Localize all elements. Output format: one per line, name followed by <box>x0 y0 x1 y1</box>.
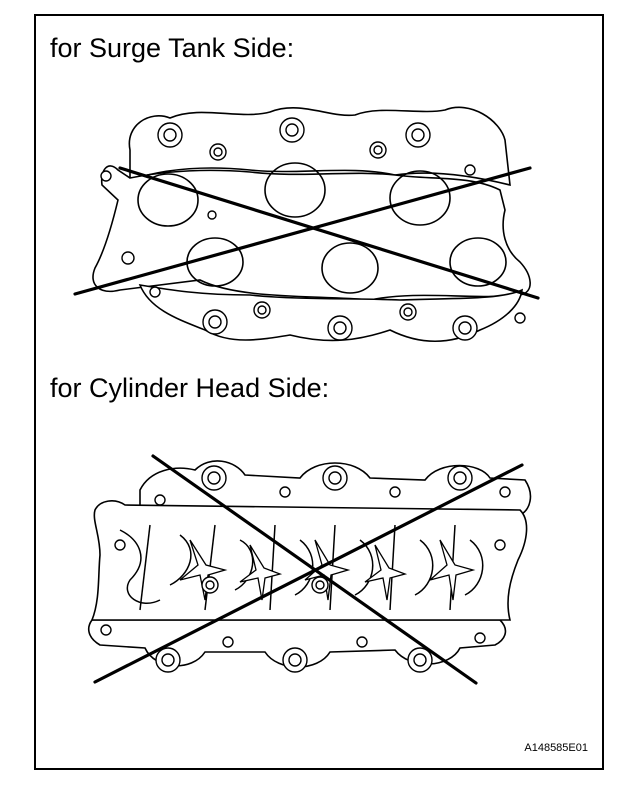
cross-out-line <box>73 166 532 296</box>
cross-out-line <box>118 166 540 300</box>
manifold-body <box>90 500 528 621</box>
surge-tank-side-heading: for Surge Tank Side: <box>50 33 295 63</box>
lower-flange-outline <box>138 283 523 343</box>
port-circle <box>137 173 199 227</box>
port-circle <box>449 237 507 287</box>
cross-out-line <box>93 463 524 684</box>
cylinder-head-side-heading: for Cylinder Head Side: <box>50 373 330 403</box>
port-circle <box>389 170 451 226</box>
figure-code: A148585E01 <box>524 742 588 754</box>
port-circle <box>321 242 379 294</box>
port-circle <box>264 162 326 218</box>
